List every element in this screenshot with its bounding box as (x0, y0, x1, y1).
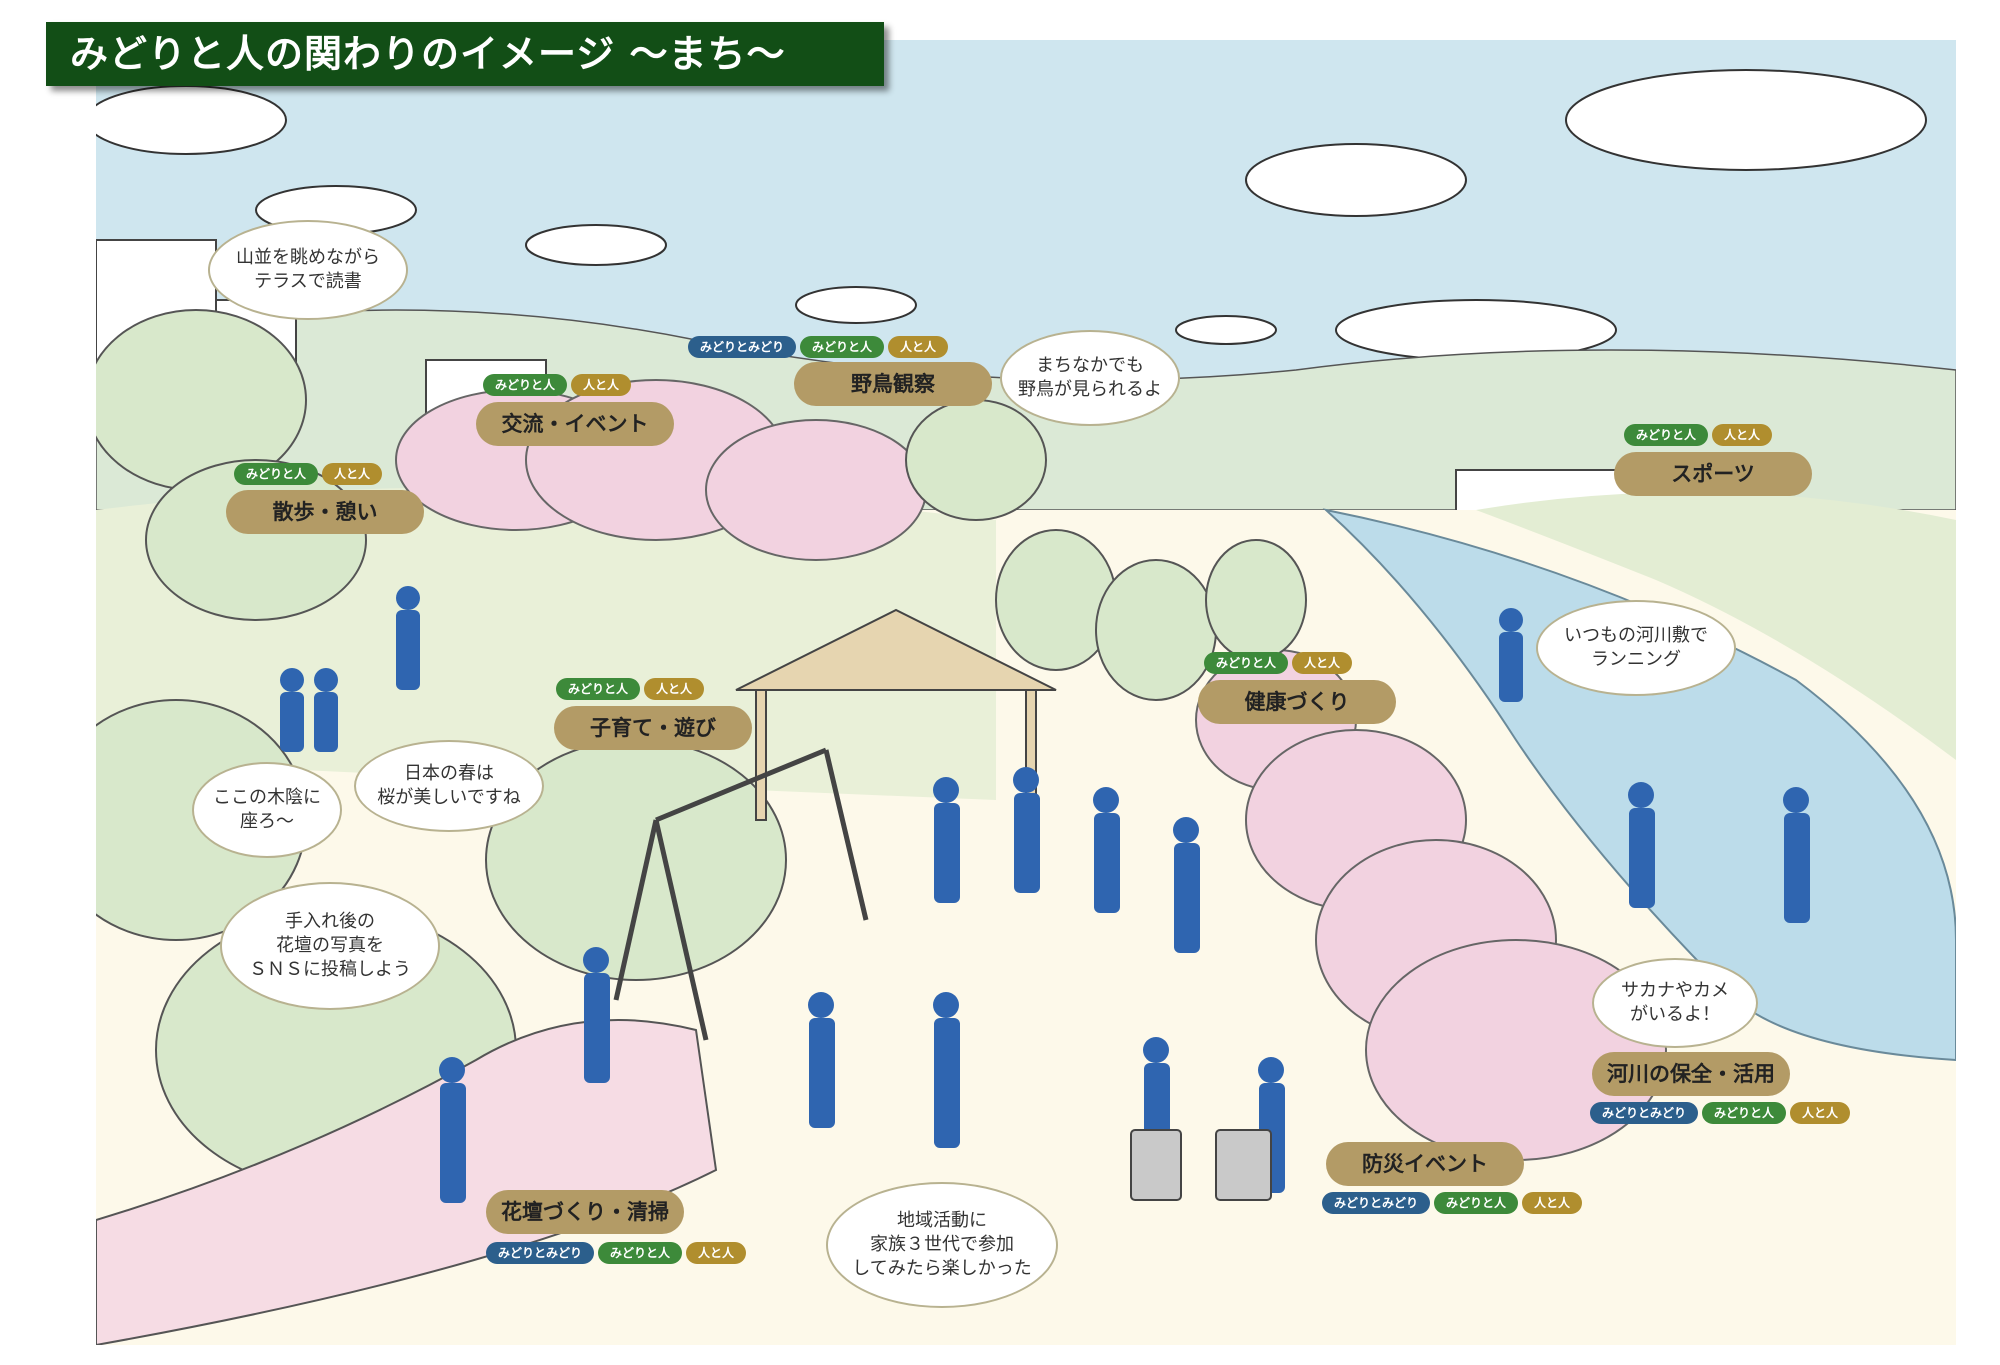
tag-green-people: みどりと人 (1434, 1192, 1519, 1214)
tag-green-people: みどりと人 (1204, 652, 1289, 674)
tag-people-people: 人と人 (888, 336, 949, 358)
tag-people-people: 人と人 (1522, 1192, 1583, 1214)
tag-green-green: みどりとみどり (688, 336, 797, 358)
tag-green-people: みどりと人 (234, 463, 319, 485)
tag-green-people: みどりと人 (556, 678, 641, 700)
tag-people-people: 人と人 (571, 374, 632, 396)
tag-green-people: みどりと人 (800, 336, 885, 358)
tag-green-green: みどりとみどり (1322, 1192, 1431, 1214)
tag-green-green: みどりとみどり (486, 1242, 595, 1264)
label-exchange: 交流・イベント (476, 402, 674, 446)
tags-kids: みどりと人 人と人 (556, 678, 705, 700)
label-sports: スポーツ (1614, 452, 1812, 496)
clouds (96, 69, 1927, 361)
tag-green-people: みどりと人 (1624, 424, 1709, 446)
bubble-running: いつもの河川敷で ランニング (1536, 600, 1736, 696)
tag-people-people: 人と人 (1712, 424, 1773, 446)
bubble-family: 地域活動に 家族３世代で参加 してみたら楽しかった (826, 1182, 1058, 1308)
illustration-canvas: 散歩・憩い 交流・イベント 野鳥観察 スポーツ 子育て・遊び 健康づくり 河川の… (96, 40, 1956, 1345)
tag-green-people: みどりと人 (483, 374, 568, 396)
bubble-shade: ここの木陰に 座ろ～ (192, 762, 342, 858)
swing (613, 747, 869, 1041)
tags-birdwatch: みどりとみどり みどりと人 人と人 (688, 336, 949, 358)
tags-walk: みどりと人 人と人 (234, 463, 383, 485)
pavilion (735, 608, 1057, 821)
tags-disaster: みどりとみどり みどりと人 人と人 (1322, 1192, 1583, 1214)
tags-river: みどりとみどり みどりと人 人と人 (1590, 1102, 1851, 1124)
tags-flowerbed: みどりとみどり みどりと人 人と人 (486, 1242, 747, 1264)
bubble-fish: サカナやカメ がいるよ！ (1592, 958, 1758, 1048)
label-health: 健康づくり (1198, 680, 1396, 724)
bubble-birds: まちなかでも 野鳥が見られるよ (1000, 330, 1180, 426)
label-kids: 子育て・遊び (554, 706, 752, 750)
tags-health: みどりと人 人と人 (1204, 652, 1353, 674)
label-river: 河川の保全・活用 (1592, 1052, 1790, 1096)
cooking-pots (1130, 1129, 1272, 1201)
label-birdwatch: 野鳥観察 (794, 362, 992, 406)
tag-people-people: 人と人 (1790, 1102, 1851, 1124)
page-title: みどりと人の関わりのイメージ ～まち～ (46, 22, 884, 86)
bubble-spring: 日本の春は 桜が美しいですね (354, 740, 544, 832)
bubble-sns: 手入れ後の 花壇の写真を ＳＮＳに投稿しよう (220, 882, 440, 1010)
label-disaster: 防災イベント (1326, 1142, 1524, 1186)
tag-green-people: みどりと人 (1702, 1102, 1787, 1124)
label-walk: 散歩・憩い (226, 490, 424, 534)
tag-people-people: 人と人 (322, 463, 383, 485)
tag-green-people: みどりと人 (598, 1242, 683, 1264)
label-flowerbed: 花壇づくり・清掃 (486, 1190, 684, 1234)
tag-people-people: 人と人 (1292, 652, 1353, 674)
tag-people-people: 人と人 (686, 1242, 747, 1264)
tag-people-people: 人と人 (644, 678, 705, 700)
tag-green-green: みどりとみどり (1590, 1102, 1699, 1124)
tags-exchange: みどりと人 人と人 (483, 374, 632, 396)
tags-sports: みどりと人 人と人 (1624, 424, 1773, 446)
bubble-reading: 山並を眺めながら テラスで読書 (208, 220, 408, 320)
